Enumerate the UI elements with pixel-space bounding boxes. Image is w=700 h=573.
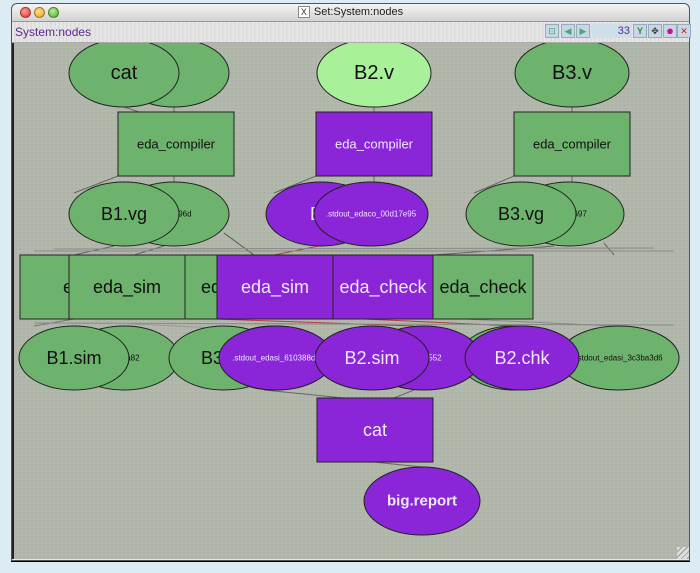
color-wheel-icon[interactable]: ● — [663, 24, 677, 38]
node-label: eda_compiler — [137, 137, 216, 152]
node-label: eda_check — [339, 277, 427, 298]
minimize-window-button[interactable] — [34, 7, 45, 18]
graph-edge — [123, 106, 140, 113]
node-label: cat — [111, 62, 138, 84]
close-window-button[interactable] — [20, 7, 31, 18]
graph-node-stdout-edaco-00d17e95[interactable]: .stdout_edaco_00d17e95 — [313, 181, 429, 247]
graph-edge — [53, 247, 655, 250]
zoom-window-button[interactable] — [48, 7, 59, 18]
graph-edge — [393, 389, 415, 399]
graph-edge — [73, 175, 119, 194]
node-ellipse — [514, 43, 630, 108]
forward-arrow-icon[interactable]: ▶ — [576, 24, 590, 38]
node-label: B1.sim — [46, 348, 101, 368]
graph-node-eda-sim[interactable]: eda_sim — [216, 254, 334, 320]
path-label: System:nodes — [15, 25, 92, 39]
graph-node-eda-compiler[interactable]: eda_compiler — [513, 111, 631, 177]
graph-node-b2-chk[interactable]: B2.chk — [464, 325, 580, 391]
zoom-fit-icon[interactable]: ⊡ — [545, 24, 559, 38]
resize-grip[interactable] — [677, 547, 689, 559]
node-ellipse — [313, 181, 429, 247]
node-box — [315, 111, 433, 177]
graph-edge — [223, 232, 255, 256]
graph-node-eda-sim[interactable]: eda_sim — [68, 254, 186, 320]
node-ellipse — [316, 43, 432, 108]
graph-node-big-report[interactable]: big.report — [363, 466, 481, 536]
node-label: B1.vg — [101, 204, 147, 224]
node-label: eda_compiler — [533, 137, 612, 152]
graph-edge — [273, 175, 317, 194]
node-label: B2.v — [354, 62, 394, 84]
graph-node-b3-vg[interactable]: B3.vg — [465, 181, 577, 247]
node-ellipse — [68, 43, 180, 108]
node-box — [432, 254, 534, 320]
node-box — [68, 254, 186, 320]
axis-icon[interactable]: Y — [633, 24, 647, 38]
node-label: B3.vg — [498, 204, 544, 224]
node-box — [117, 111, 235, 177]
node-label: .stdout_edasi_610388d4 — [232, 354, 320, 363]
node-ellipse — [314, 325, 430, 391]
node-box — [216, 254, 334, 320]
graph-edge — [33, 318, 75, 327]
graph-edge — [263, 389, 345, 399]
node-ellipse — [18, 325, 130, 391]
toolbar: System:nodes ⊡ ◀ ▶ 33 Y ✥ ● ✕ — [12, 22, 691, 43]
graph-node-eda-compiler[interactable]: eda_compiler — [117, 111, 235, 177]
node-ellipse — [465, 181, 577, 247]
graph-node-cat[interactable]: cat — [68, 43, 180, 108]
close-graph-icon[interactable]: ✕ — [677, 24, 691, 38]
graph-svg: vcatB2.vB3.veda_compilereda_compilereda_… — [18, 43, 680, 536]
graph-edge — [473, 175, 515, 194]
node-label: eda_compiler — [335, 137, 414, 152]
node-label: B3.v — [552, 62, 592, 84]
node-label: B2.chk — [494, 348, 550, 368]
move-icon[interactable]: ✥ — [648, 24, 662, 38]
graph-node-b2-v[interactable]: B2.v — [316, 43, 432, 108]
window-title: Set:System:nodes — [313, 6, 404, 18]
graph-node-b2-sim[interactable]: B2.sim — [314, 325, 430, 391]
graph-canvas[interactable]: vcatB2.vB3.veda_compilereda_compilereda_… — [12, 43, 689, 559]
graph-node-b1-sim[interactable]: B1.sim — [18, 325, 130, 391]
node-label: eda_sim — [93, 277, 161, 298]
zoom-level-field[interactable]: 33 — [592, 24, 632, 38]
graph-node-eda-check[interactable]: eda_check — [332, 254, 434, 320]
node-label: .stdout_edaco_00d17e95 — [326, 210, 417, 219]
node-label: .stdout_edasi_3c3ba3d6 — [575, 354, 663, 363]
graph-node-eda-compiler[interactable]: eda_compiler — [315, 111, 433, 177]
graph-edge — [213, 318, 415, 327]
node-box — [513, 111, 631, 177]
node-ellipse — [464, 325, 580, 391]
node-label: big.report — [387, 493, 457, 510]
back-arrow-icon[interactable]: ◀ — [561, 24, 575, 38]
node-label: B2.sim — [344, 348, 399, 368]
graph-edge — [603, 242, 615, 256]
node-ellipse — [68, 181, 180, 247]
node-label: eda_sim — [241, 277, 309, 298]
node-ellipse — [363, 466, 481, 536]
graph-edge — [373, 461, 423, 468]
node-label: B3 — [201, 348, 223, 368]
node-box — [316, 397, 434, 463]
graph-node-cat[interactable]: cat — [316, 397, 434, 463]
node-label: cat — [363, 420, 387, 440]
node-label: eda_check — [439, 277, 527, 298]
graph-node-eda-check[interactable]: eda_check — [432, 254, 534, 320]
x11-icon: X — [297, 6, 310, 19]
graph-edge — [33, 322, 675, 326]
graph-node-b3-v[interactable]: B3.v — [514, 43, 630, 108]
graph-node-b1-vg[interactable]: B1.vg — [68, 181, 180, 247]
